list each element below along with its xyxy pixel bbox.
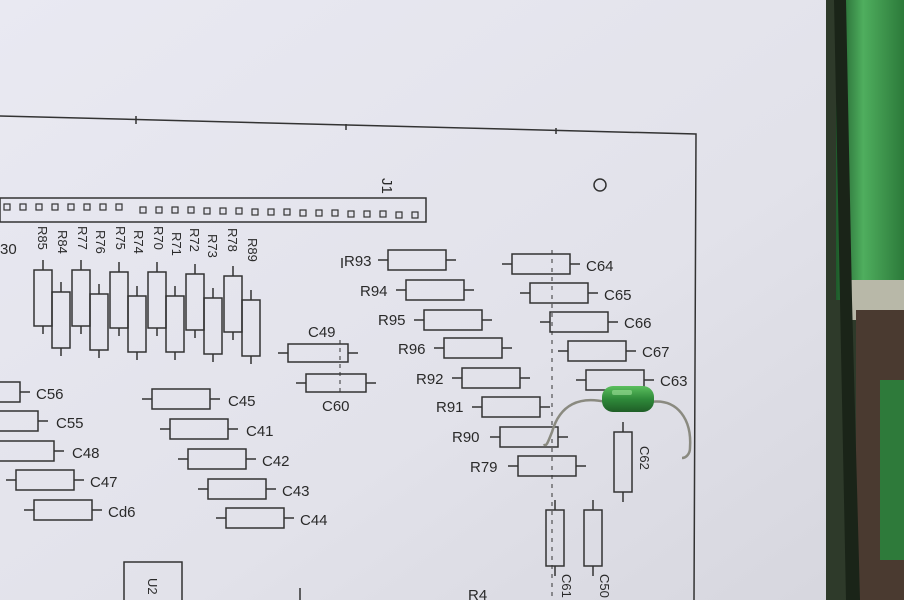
right-capacitor-labels: C64 C65 C66 C67 C63 C62 C61 C50 R4: [468, 258, 688, 600]
label-c60: C60: [322, 398, 350, 415]
label-c65: C65: [604, 287, 632, 304]
label-c56: C56: [36, 386, 64, 403]
label-c41: C41: [246, 423, 274, 440]
label-r92: R92: [416, 371, 444, 388]
label-r-top: R72: [187, 228, 202, 252]
label-c43: C43: [282, 483, 310, 500]
right-capacitors: [502, 250, 654, 600]
label-r-top: R89: [245, 238, 260, 262]
label-c62: C62: [637, 446, 652, 470]
label-r-top: R78: [225, 228, 240, 252]
label-c63: C63: [660, 373, 688, 390]
middle-left-capacitor-labels: C45 C41 C42 C43 C44: [228, 393, 328, 529]
far-left-capacitor-labels: C56 C55 C48 C47 Cd6: [36, 386, 136, 521]
vertical-resistor-block: [33, 260, 261, 364]
label-r96: R96: [398, 341, 426, 358]
label-r-top: R85: [35, 226, 50, 250]
far-left-capacitors: [0, 381, 102, 521]
green-capacitor-component: [542, 386, 692, 460]
label-r79: R79: [470, 459, 498, 476]
board-outline: [0, 115, 697, 600]
label-c47: C47: [90, 474, 118, 491]
label-r91: R91: [436, 399, 464, 416]
label-r90: R90: [452, 429, 480, 446]
label-c67: C67: [642, 344, 670, 361]
label-c49: C49: [308, 324, 336, 341]
label-r-top: R76: [93, 230, 108, 254]
label-c66: C66: [624, 315, 652, 332]
label-r4: R4: [468, 587, 487, 600]
label-c46: Cd6: [108, 504, 136, 521]
pcb-edge: [826, 0, 904, 600]
label-r-top: R84: [55, 230, 70, 254]
label-u2: U2: [145, 578, 160, 595]
label-c64: C64: [586, 258, 614, 275]
label-r94: R94: [360, 283, 388, 300]
label-c42: C42: [262, 453, 290, 470]
middle-left-capacitors: [142, 388, 294, 529]
label-r-top: R71: [169, 232, 184, 256]
label-c55: C55: [56, 415, 84, 432]
label-c61: C61: [559, 574, 574, 598]
header-connector: [0, 197, 427, 223]
u2-footprint: [123, 561, 301, 600]
label-c48: C48: [72, 445, 100, 462]
label-r-top: R70: [151, 226, 166, 250]
top-resistor-labels: 30 R85 R84 R77 R76 R75 R74 R70 R71 R72 R…: [0, 226, 260, 262]
label-r-top: R73: [205, 234, 220, 258]
label-r-top: R74: [131, 230, 146, 254]
clipped-label: 30: [0, 241, 17, 258]
label-r-top: R77: [75, 226, 90, 250]
label-r-top: R75: [113, 226, 128, 250]
label-c45: C45: [228, 393, 256, 410]
label-c50: C50: [597, 574, 612, 598]
c49-c60: [278, 340, 376, 396]
connector-label: J1: [378, 178, 395, 194]
label-r93: R93: [344, 253, 372, 270]
mounting-hole: [593, 178, 607, 192]
label-c44: C44: [300, 512, 328, 529]
middle-resistor-labels: R93 R94 R95 R96 R92 R91 R90 R79: [344, 253, 498, 476]
label-r95: R95: [378, 312, 406, 329]
middle-resistors: [341, 249, 586, 477]
